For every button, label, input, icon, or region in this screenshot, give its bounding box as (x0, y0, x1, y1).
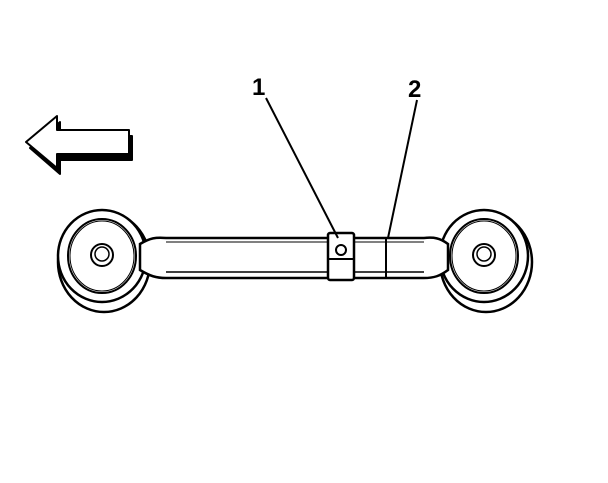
leader-line-2 (387, 99, 418, 239)
callout-label-2: 2 (408, 76, 421, 103)
right-bushing (438, 208, 534, 314)
callout-label-1: 1 (252, 74, 265, 101)
arrow-left-icon (25, 115, 133, 175)
leader-lines (265, 97, 418, 239)
leader-line-1 (265, 97, 339, 239)
link-rod (138, 236, 450, 280)
left-bushing (56, 208, 152, 314)
adjuster-clamp (326, 231, 356, 282)
